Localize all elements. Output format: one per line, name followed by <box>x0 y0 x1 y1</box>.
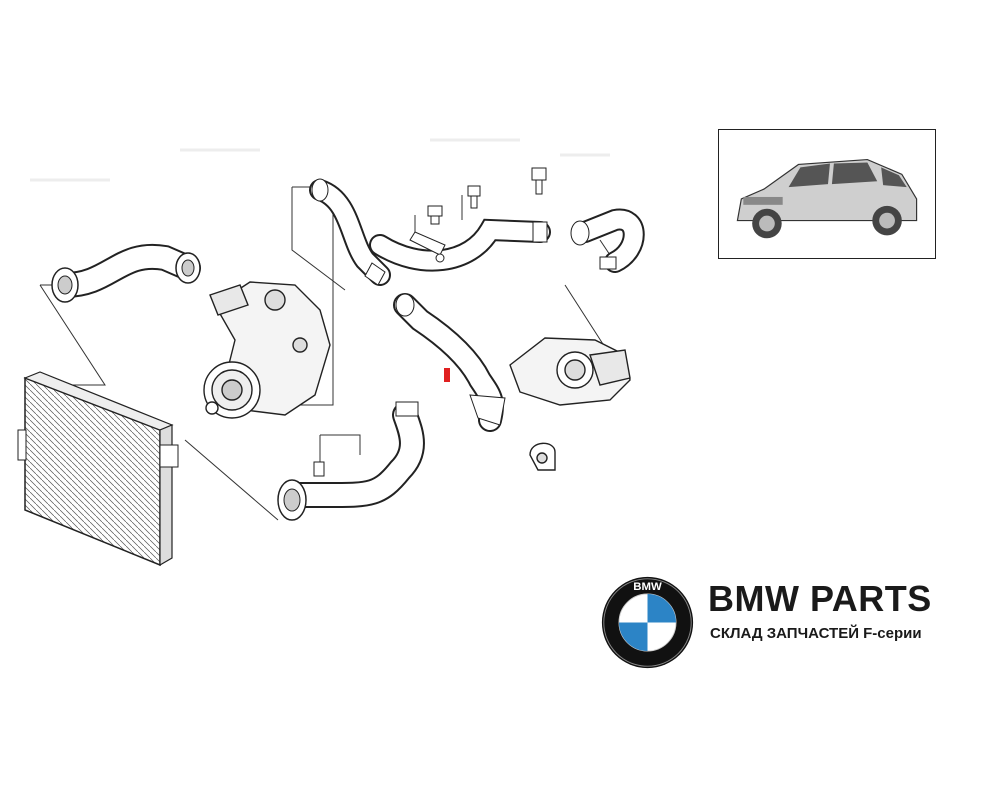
hose-top <box>309 178 551 286</box>
hose-upper-right <box>570 208 645 273</box>
hose-middle <box>364 262 506 432</box>
suv-illustration <box>736 158 918 239</box>
radiator <box>17 371 179 567</box>
water-pump-left <box>203 281 331 419</box>
background-watermark <box>30 138 610 182</box>
hose-lower <box>277 401 425 521</box>
hose-clamp <box>529 442 556 471</box>
brand-title: BMW PARTS <box>708 578 932 619</box>
vehicle-inset <box>718 129 936 259</box>
brand-subtitle: СКЛАД ЗАПЧАСТЕЙ F-серии <box>710 625 922 642</box>
thermostat-housing <box>509 337 631 406</box>
logo-letters: BMW <box>633 581 662 593</box>
bolts-top <box>427 167 547 263</box>
hose-upper-left <box>51 243 201 303</box>
bmw-logo: BMW <box>600 575 695 670</box>
roundel-icon: BMW <box>601 576 694 669</box>
